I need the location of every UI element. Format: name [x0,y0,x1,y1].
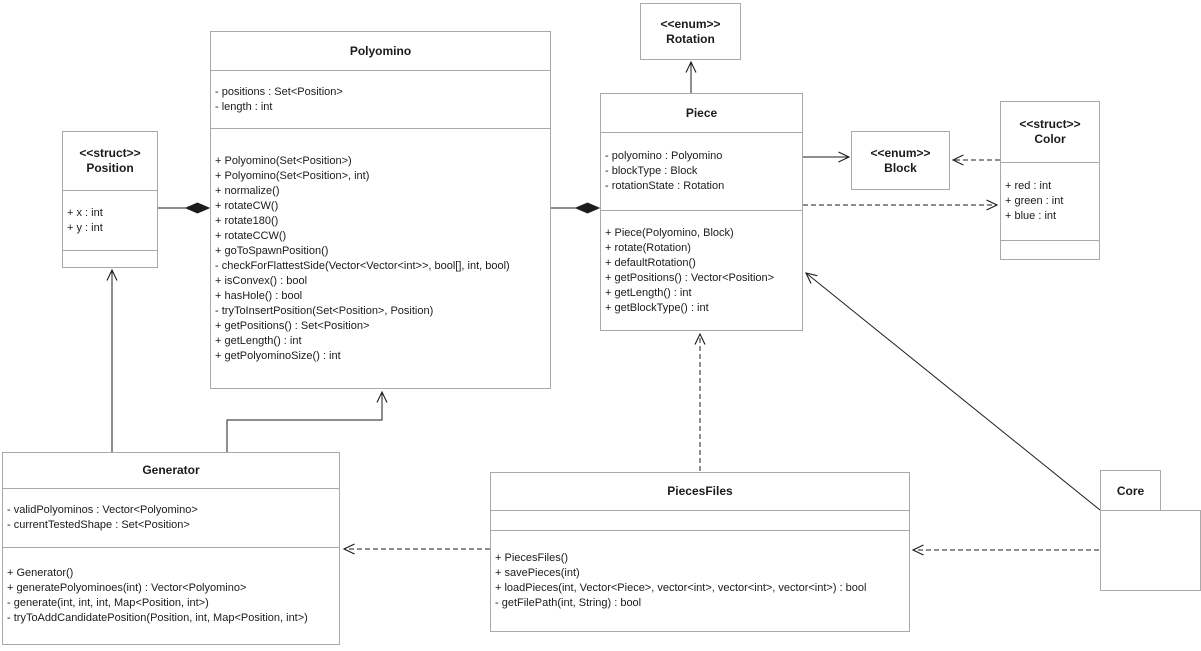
class-position-attributes: + x : int + y : int [63,191,157,251]
class-piecesfiles[interactable]: PiecesFiles + PiecesFiles() + savePieces(… [490,472,910,632]
class-piecesfiles-title: PiecesFiles [491,473,909,511]
member-line: + defaultRotation() [605,256,696,269]
member-line: + savePieces(int) [495,567,580,579]
class-name: Polyomino [349,43,412,58]
class-color-methods [1001,241,1099,259]
package-name: Core [1116,483,1145,498]
member-line: - getFilePath(int, String) : bool [495,597,642,609]
member-line: - blockType : Block [605,165,698,177]
stereotype: <<struct>> [79,146,141,160]
member-line: + rotate(Rotation) [605,241,691,254]
member-line: + goToSpawnPosition() [215,244,329,257]
member-line: + rotate180() [215,214,279,227]
class-generator-title: Generator [3,453,339,489]
class-block-title: <<enum>> Block [852,132,949,189]
class-generator-methods: + Generator() + generatePolyominoes(int) … [3,548,339,644]
member-line: + Generator() [7,567,74,579]
class-piece[interactable]: Piece - polyomino : Polyomino - blockType… [600,93,803,331]
class-polyomino[interactable]: Polyomino - positions : Set<Position> - l… [210,31,551,389]
member-line: - checkForFlattestSide(Vector<Vector<int… [215,259,510,272]
class-piece-title: Piece [601,94,802,133]
member-line: + loadPieces(int, Vector<Piece>, vector<… [495,582,867,594]
member-line: + Piece(Polyomino, Block) [605,226,734,239]
member-line: + y : int [67,221,103,234]
class-color[interactable]: <<struct>> Color + red : int + green : in… [1000,101,1100,260]
class-color-title: <<struct>> Color [1001,102,1099,163]
member-line: + getLength() : int [605,286,692,299]
association-line-core-piece[interactable] [805,272,1101,511]
member-line: + Polyomino(Set<Position>, int) [215,169,370,182]
member-line: - rotationState : Rotation [605,180,725,192]
class-polyomino-methods: + Polyomino(Set<Position>) + Polyomino(Se… [211,129,550,388]
class-rotation[interactable]: <<enum>> Rotation [640,3,741,60]
class-name: Generator [142,463,200,477]
member-line: + red : int [1005,180,1052,192]
member-line: + getPositions() : Vector<Position> [605,271,775,284]
class-piece-methods: + Piece(Polyomino, Block) + rotate(Rotati… [601,211,802,330]
member-line: + normalize() [215,184,280,197]
member-line: + rotateCCW() [215,229,287,242]
member-line: + Polyomino(Set<Position>) [215,154,352,167]
member-line: - generate(int, int, int, Map<Position, … [7,597,209,609]
class-rotation-title: <<enum>> Rotation [641,4,740,59]
member-line: + PiecesFiles() [495,552,569,564]
class-piece-attributes: - polyomino : Polyomino - blockType : Blo… [601,133,802,211]
member-line: + hasHole() : bool [215,289,303,302]
class-generator[interactable]: Generator - validPolyominos : Vector<Pol… [2,452,340,645]
member-line: + x : int [67,206,103,219]
class-position-methods [63,251,157,267]
member-line: + green : int [1005,195,1064,207]
member-line: + getPositions() : Set<Position> [215,319,370,332]
class-name: Piece [685,105,718,120]
member-line: + getPolyominoSize() : int [215,349,341,362]
class-name: Position [86,161,134,175]
member-line: - currentTestedShape : Set<Position> [7,519,190,531]
class-name: PiecesFiles [667,484,733,498]
stereotype: <<enum>> [870,145,931,160]
class-piecesfiles-attributes [491,511,909,531]
class-block[interactable]: <<enum>> Block [851,131,950,190]
member-line: - positions : Set<Position> [215,85,343,98]
member-line: + rotateCW() [215,199,279,212]
stereotype: <<enum>> [660,16,721,31]
class-name: Color [1034,132,1066,146]
association-line-generator-polyomino[interactable] [226,390,388,452]
member-line: + isConvex() : bool [215,274,308,287]
member-line: - validPolyominos : Vector<Polyomino> [7,504,198,516]
member-line: - length : int [215,100,273,113]
class-polyomino-attributes: - positions : Set<Position> - length : in… [211,71,550,129]
class-position-title: <<struct>> Position [63,132,157,191]
member-line: - tryToInsertPosition(Set<Position>, Pos… [215,304,434,317]
class-name: Rotation [666,31,715,46]
member-line: - polyomino : Polyomino [605,150,723,162]
member-line: + getLength() : int [215,334,302,347]
class-generator-attributes: - validPolyominos : Vector<Polyomino> - c… [3,489,339,548]
class-position[interactable]: <<struct>> Position + x : int + y : int [62,131,158,268]
member-line: + blue : int [1005,210,1057,222]
package-core-body[interactable] [1100,510,1201,591]
class-piecesfiles-methods: + PiecesFiles() + savePieces(int) + loadPi… [491,531,909,631]
class-color-attributes: + red : int + green : int + blue : int [1001,163,1099,241]
stereotype: <<struct>> [1019,117,1081,131]
member-line: - tryToAddCandidatePosition(Position, in… [7,612,308,624]
member-line: + generatePolyominoes(int) : Vector<Poly… [7,582,247,594]
member-line: + getBlockType() : int [605,301,709,314]
class-polyomino-title: Polyomino [211,32,550,71]
package-core-tab[interactable]: Core [1100,470,1161,511]
class-name: Block [884,160,917,175]
